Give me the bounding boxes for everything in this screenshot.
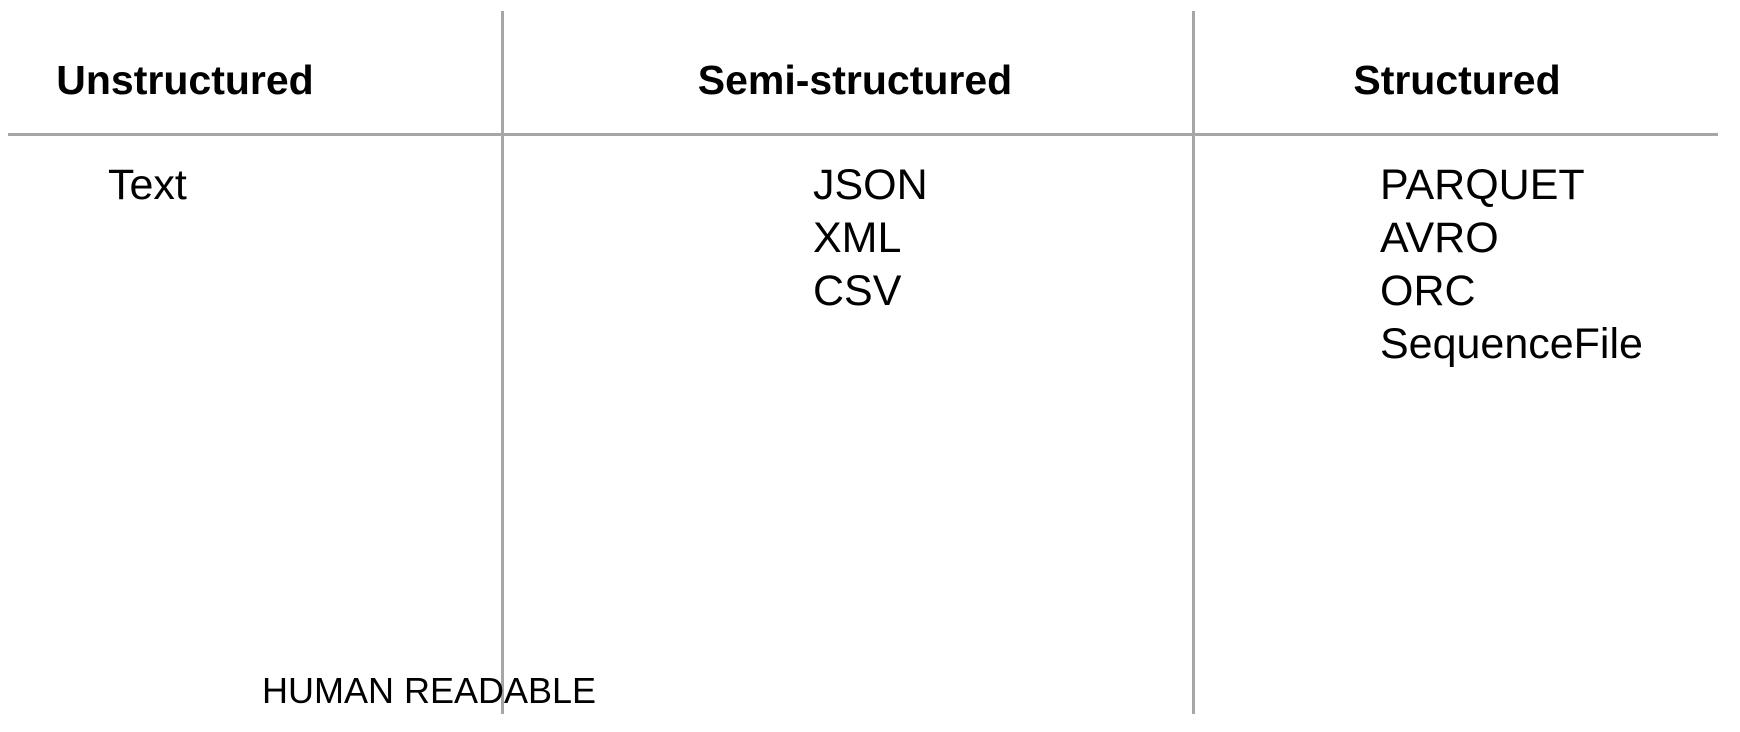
column-header-unstructured: Unstructured (56, 57, 314, 103)
human-readable-label: HUMAN READABLE (262, 670, 597, 711)
format-item-sequencefile: SequenceFile (1380, 320, 1643, 368)
format-item-orc: ORC (1380, 267, 1476, 315)
semi-structured-format-list: JSON XML CSV (813, 159, 928, 318)
column-header-semi-structured: Semi-structured (697, 57, 1013, 103)
format-item-parquet: PARQUET (1380, 161, 1585, 209)
column-divider-unstructured-semistructured (501, 11, 504, 714)
column-divider-semistructured-structured (1192, 11, 1195, 714)
format-item-json: JSON (813, 161, 928, 209)
structured-format-list: PARQUET AVRO ORC SequenceFile (1380, 159, 1643, 371)
header-divider-line (8, 133, 1718, 136)
format-item-csv: CSV (813, 267, 902, 315)
unstructured-format-list: Text (108, 159, 187, 212)
format-item-avro: AVRO (1380, 214, 1499, 262)
format-item-xml: XML (813, 214, 902, 262)
column-header-structured: Structured (1353, 57, 1561, 103)
format-item-text: Text (108, 161, 187, 209)
